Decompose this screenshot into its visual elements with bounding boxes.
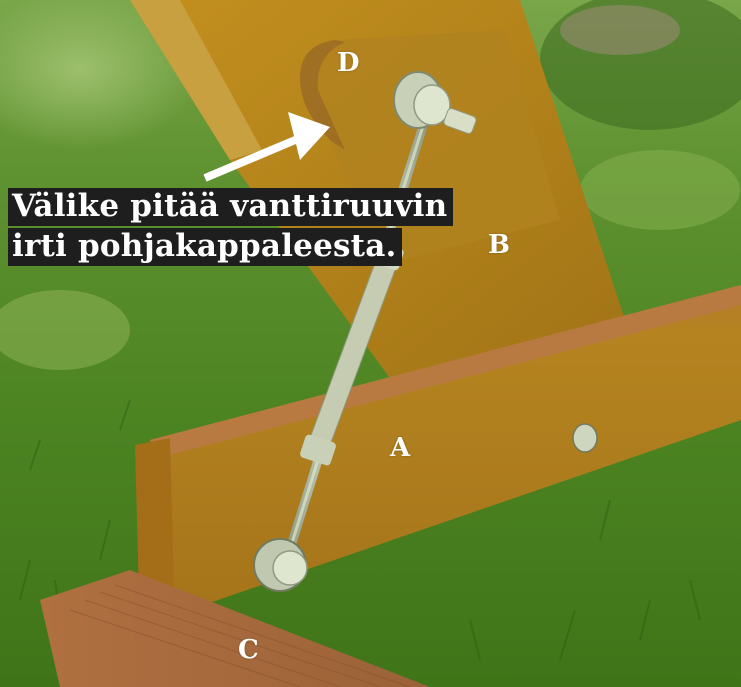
caption-line-2: irti pohjakappaleesta. xyxy=(8,228,403,266)
arrow-icon xyxy=(203,112,330,182)
label-c: C xyxy=(238,635,259,665)
label-b: B xyxy=(488,230,510,260)
caption-line-1: Välike pitää vanttiruuvin xyxy=(8,188,454,226)
label-a: A xyxy=(390,433,411,463)
turnbuckle xyxy=(253,71,477,592)
caption-box: Välike pitää vanttiruuvin irti pohjakapp… xyxy=(8,188,454,268)
label-d: D xyxy=(337,48,360,78)
